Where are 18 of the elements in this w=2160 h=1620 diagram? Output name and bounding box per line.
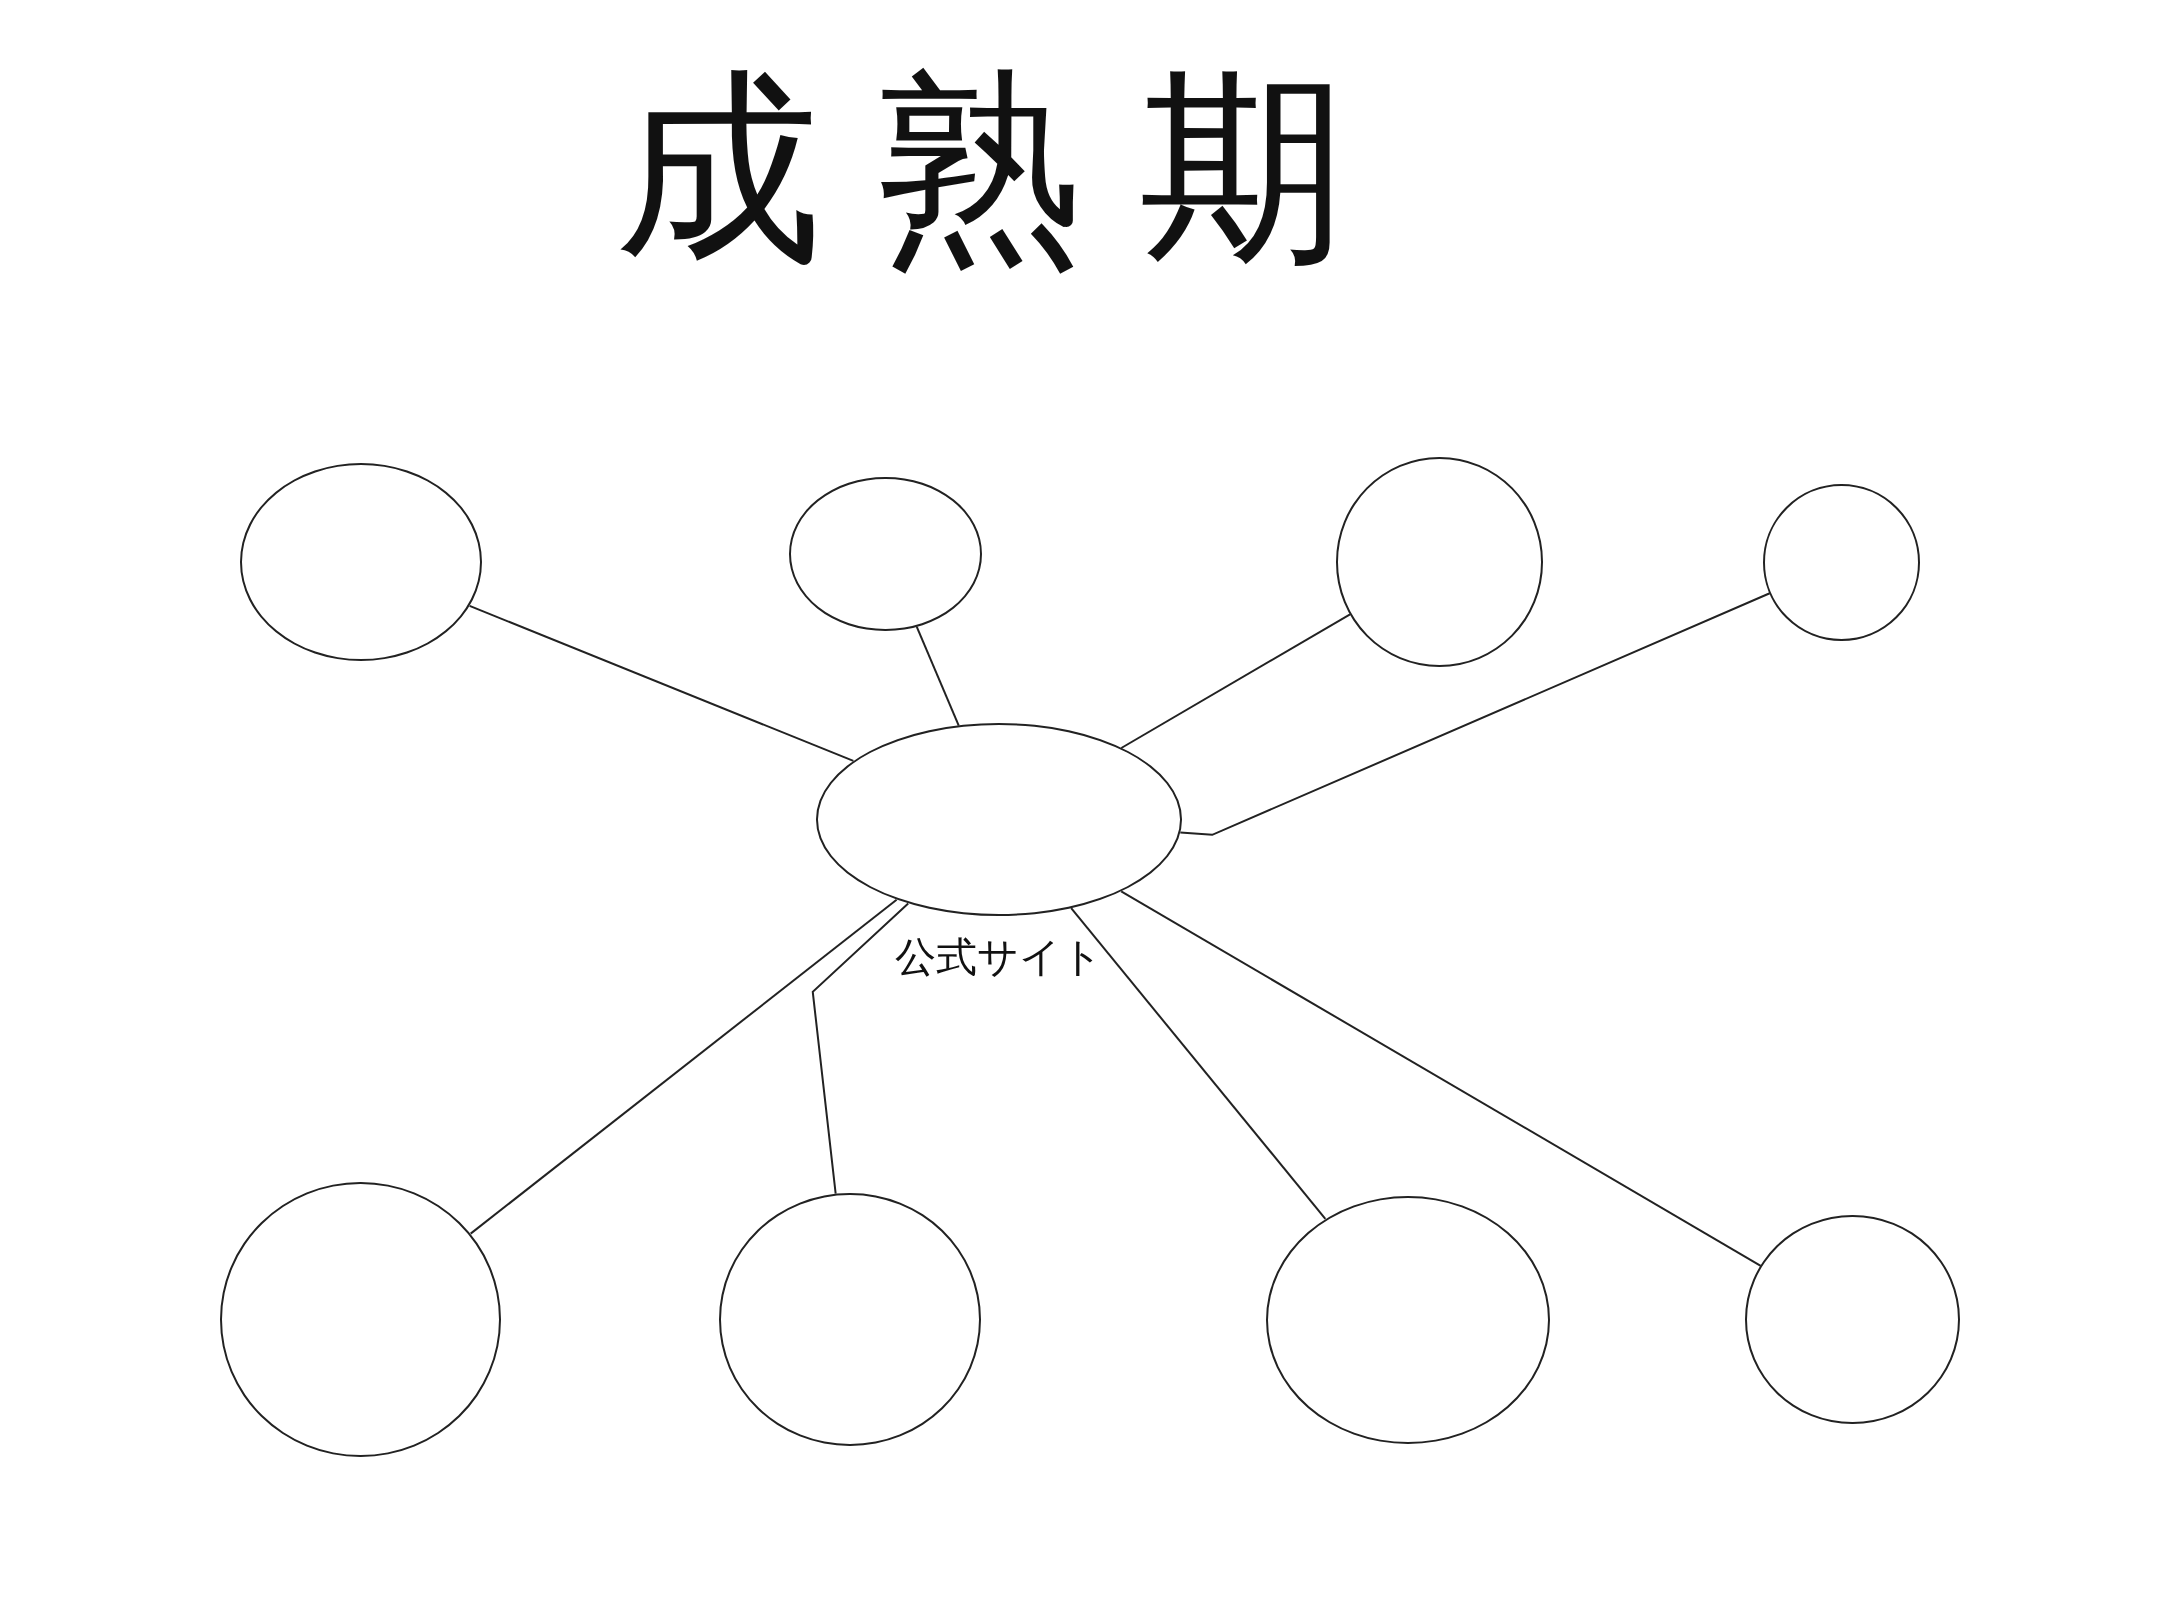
circle (220, 1181, 502, 1458)
connector-line (811, 902, 910, 1195)
circle (789, 476, 983, 631)
circle (239, 462, 483, 662)
connector-line (468, 604, 855, 762)
circle (1763, 483, 1921, 641)
connector-line (1120, 890, 1762, 1267)
connector-line (915, 625, 960, 727)
node-label: 公式サイト (894, 932, 1103, 983)
connector-line (1120, 613, 1352, 749)
connector-line (469, 898, 898, 1235)
circle (1336, 457, 1543, 667)
circle (1265, 1195, 1550, 1444)
circle (1745, 1215, 1961, 1425)
connector-line (1179, 592, 1771, 836)
connector-line (1070, 907, 1327, 1220)
title: 成熟期 (615, 55, 1402, 283)
circle (719, 1192, 981, 1447)
